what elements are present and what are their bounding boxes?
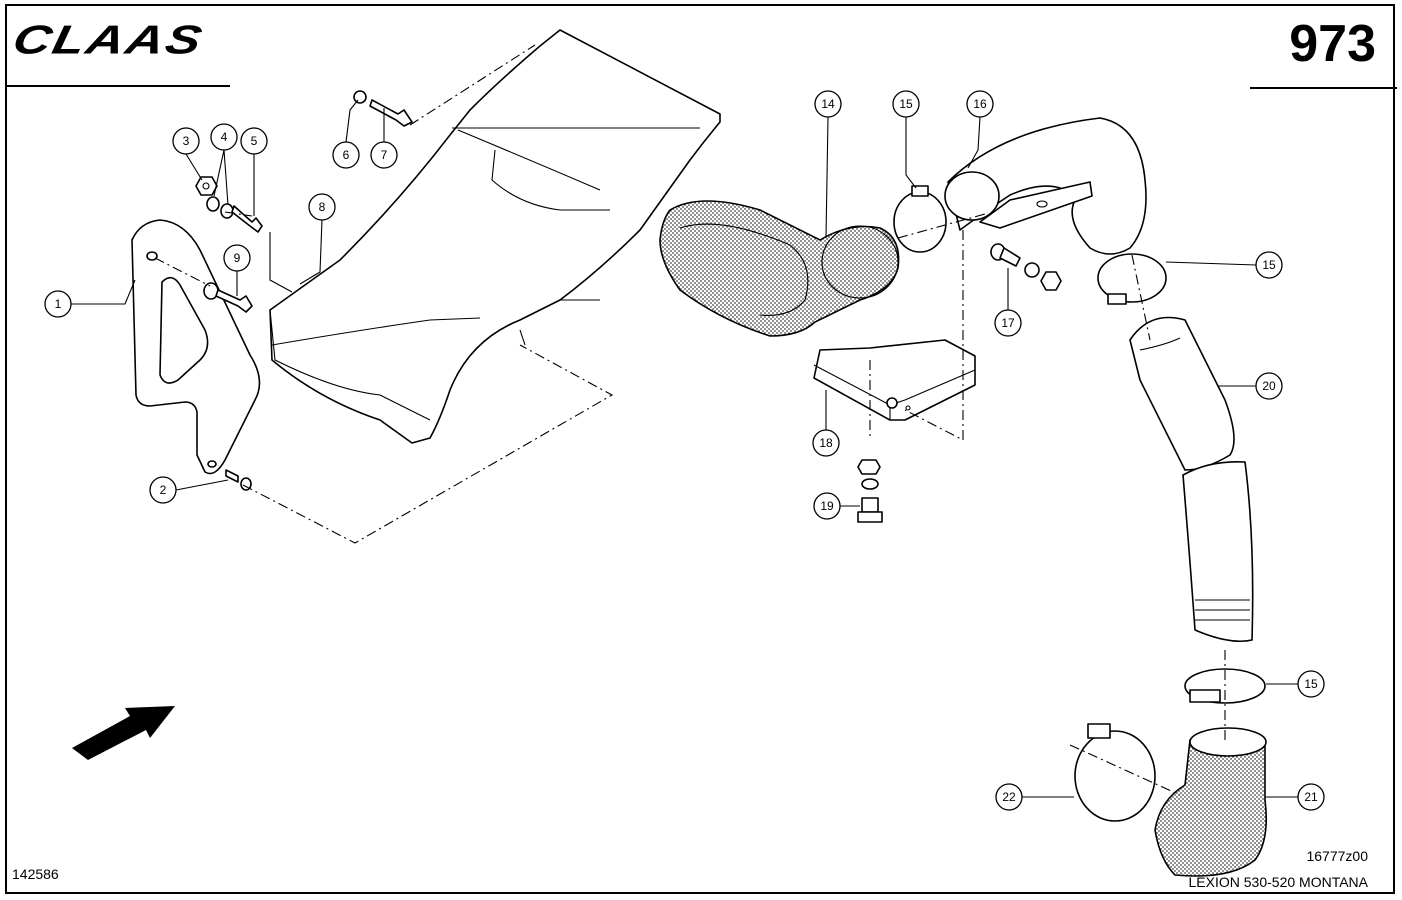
callout-3: 3 xyxy=(172,127,200,155)
callout-9: 9 xyxy=(223,244,251,272)
callout-15-middle: 15 xyxy=(1255,251,1283,279)
svg-text:6: 6 xyxy=(343,148,350,162)
callout-8: 8 xyxy=(308,193,336,221)
drawing-reference: 16777z00 xyxy=(1306,848,1368,864)
logo-rule xyxy=(7,85,230,87)
hose-clamp-middle xyxy=(1097,253,1167,305)
svg-text:22: 22 xyxy=(1002,790,1016,804)
svg-text:16: 16 xyxy=(973,97,987,111)
callout-16: 16 xyxy=(966,90,994,118)
callout-4: 4 xyxy=(210,123,238,151)
callout-15-upper: 15 xyxy=(892,90,920,118)
page-number-rule xyxy=(1250,87,1397,89)
hose-clamp-upper xyxy=(893,185,947,253)
callout-21: 21 xyxy=(1297,783,1325,811)
svg-text:21: 21 xyxy=(1304,790,1318,804)
svg-text:19: 19 xyxy=(820,499,834,513)
svg-text:18: 18 xyxy=(819,436,833,450)
page-number: 973 xyxy=(1289,15,1376,73)
svg-text:15: 15 xyxy=(899,97,913,111)
svg-text:7: 7 xyxy=(381,148,388,162)
callout-17: 17 xyxy=(994,309,1022,337)
callout-19: 19 xyxy=(813,492,841,520)
svg-text:3: 3 xyxy=(183,134,190,148)
fasteners-left xyxy=(195,90,413,491)
leader-lines xyxy=(71,99,1298,798)
callout-7: 7 xyxy=(370,141,398,169)
callout-2: 2 xyxy=(149,476,177,504)
bracket-plate xyxy=(131,219,261,475)
bolt-assembly xyxy=(857,459,883,523)
model-name: LEXION 530-520 MONTANA xyxy=(1188,874,1368,890)
callout-6: 6 xyxy=(332,141,360,169)
assembly-lines xyxy=(154,44,1226,796)
fasteners-right xyxy=(990,243,1062,291)
svg-text:15: 15 xyxy=(1262,258,1276,272)
callout-14: 14 xyxy=(814,90,842,118)
svg-text:8: 8 xyxy=(319,200,326,214)
elbow-pipe xyxy=(944,117,1147,255)
catalog-number: 142586 xyxy=(12,866,59,882)
svg-text:9: 9 xyxy=(234,251,241,265)
svg-text:14: 14 xyxy=(821,97,835,111)
svg-text:2: 2 xyxy=(160,483,167,497)
svg-text:1: 1 xyxy=(55,297,62,311)
svg-text:17: 17 xyxy=(1001,316,1015,330)
callout-15-lower: 15 xyxy=(1297,670,1325,698)
svg-text:20: 20 xyxy=(1262,379,1276,393)
mounting-bracket xyxy=(813,339,976,421)
callout-1: 1 xyxy=(44,290,72,318)
callout-5: 5 xyxy=(240,127,268,155)
svg-text:15: 15 xyxy=(1304,677,1318,691)
feed-chute xyxy=(269,29,721,444)
drawing-frame xyxy=(5,4,1395,894)
flex-hose xyxy=(1129,316,1254,643)
direction-arrow xyxy=(72,706,175,760)
callout-20: 20 xyxy=(1255,372,1283,400)
inlet-hose xyxy=(659,200,900,337)
callout-22: 22 xyxy=(995,783,1023,811)
large-hose-clamp xyxy=(1074,723,1156,822)
svg-text:5: 5 xyxy=(251,134,258,148)
lower-hose-boot xyxy=(1154,727,1268,877)
svg-text:4: 4 xyxy=(221,130,228,144)
callout-18: 18 xyxy=(812,429,840,457)
